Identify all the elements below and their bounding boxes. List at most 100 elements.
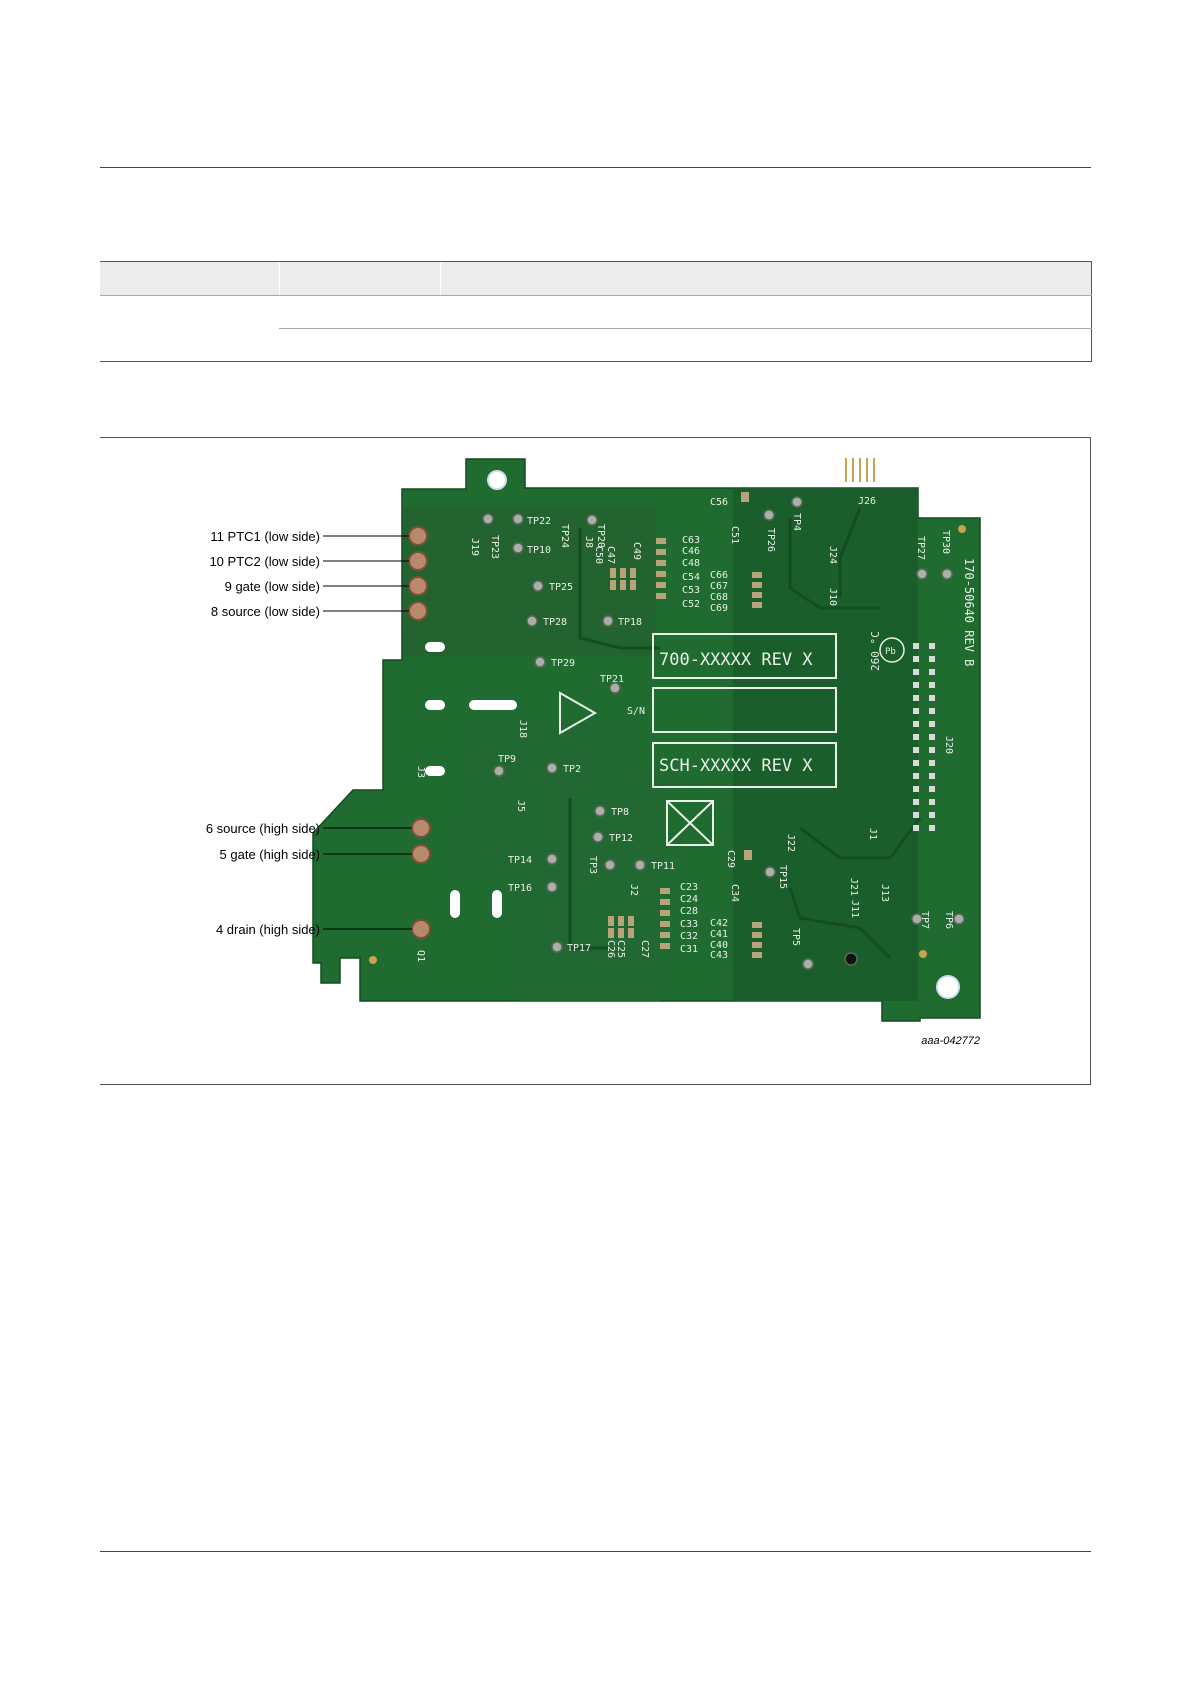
svg-text:C27: C27 — [639, 940, 650, 958]
board-id-label: 170-50640 REV B — [962, 558, 976, 666]
svg-text:C68: C68 — [710, 592, 728, 603]
svg-text:J3: J3 — [415, 766, 426, 778]
svg-text:TP20: TP20 — [595, 524, 606, 548]
svg-text:TP7: TP7 — [919, 911, 930, 929]
table-cell — [279, 295, 440, 329]
svg-text:TP3: TP3 — [587, 856, 598, 874]
svg-text:J13: J13 — [879, 884, 890, 902]
svg-text:C54: C54 — [682, 572, 700, 583]
svg-text:J21: J21 — [848, 878, 859, 896]
svg-text:C25: C25 — [615, 940, 626, 958]
silkscreen-box-sch — [652, 742, 837, 788]
test-points — [482, 496, 965, 970]
svg-text:J22: J22 — [785, 834, 796, 852]
svg-text:C52: C52 — [682, 599, 700, 610]
fiducial — [369, 956, 377, 964]
serial-label: S/N — [627, 706, 645, 717]
callout-leaders — [323, 535, 412, 930]
svg-text:TP26: TP26 — [765, 528, 776, 552]
svg-text:C24: C24 — [680, 894, 698, 905]
svg-text:C50: C50 — [593, 546, 604, 564]
fiducial — [958, 525, 966, 533]
svg-text:C63: C63 — [682, 535, 700, 546]
svg-text:J1: J1 — [867, 828, 878, 840]
svg-text:TP6: TP6 — [943, 911, 954, 929]
svg-text:TP14: TP14 — [508, 855, 532, 866]
svg-text:C32: C32 — [680, 931, 698, 942]
svg-text:C26: C26 — [605, 940, 616, 958]
svg-text:TP4: TP4 — [791, 513, 802, 531]
callout-drain-high: 4 drain (high side) — [216, 922, 320, 937]
svg-text:TP21: TP21 — [600, 674, 624, 685]
table-header-cell — [278, 261, 440, 296]
svg-text:TP28: TP28 — [543, 617, 567, 628]
part-number-label: 700-XXXXX REV X — [659, 650, 813, 670]
svg-text:TP17: TP17 — [567, 943, 591, 954]
esd-symbol — [559, 691, 598, 735]
svg-text:C56: C56 — [710, 497, 728, 508]
svg-text:TP10: TP10 — [527, 545, 551, 556]
svg-text:C51: C51 — [729, 526, 740, 544]
svg-text:J10: J10 — [827, 588, 838, 606]
table-cell — [279, 328, 440, 362]
fiducial — [919, 950, 927, 958]
smd-caps — [608, 492, 762, 958]
table-header-cell — [439, 261, 1092, 296]
svg-text:C42: C42 — [710, 918, 728, 929]
svg-text:TP5: TP5 — [790, 928, 801, 946]
svg-text:TP22: TP22 — [527, 516, 551, 527]
pb-free-mark — [879, 637, 905, 663]
weee-cross — [666, 800, 714, 846]
svg-text:TP2: TP2 — [563, 764, 581, 775]
silkscreen-box-part — [652, 633, 837, 679]
sch-number-label: SCH-XXXXX REV X — [659, 756, 813, 776]
svg-text:TP15: TP15 — [777, 865, 788, 889]
svg-text:C67: C67 — [710, 581, 728, 592]
svg-text:TP12: TP12 — [609, 833, 633, 844]
silkscreen-box-serial — [652, 687, 837, 733]
table-cell — [440, 295, 1092, 329]
svg-text:TP29: TP29 — [551, 658, 575, 669]
temp-rating-label: 260 °C — [869, 631, 882, 671]
svg-text:C33: C33 — [680, 919, 698, 930]
svg-text:TP18: TP18 — [618, 617, 642, 628]
svg-text:J18: J18 — [517, 720, 528, 738]
svg-text:J24: J24 — [827, 546, 838, 564]
footer-rule — [100, 1551, 1091, 1552]
mounting-hole — [936, 975, 960, 999]
svg-text:C29: C29 — [725, 850, 736, 868]
table-row — [100, 295, 1092, 362]
copper-pour — [404, 508, 656, 656]
header-pins — [845, 458, 875, 482]
svg-text:TP24: TP24 — [559, 524, 570, 548]
table-cell — [440, 328, 1092, 362]
pcb-traces — [568, 507, 922, 960]
figure-id: aaa-042772 — [921, 1035, 980, 1047]
silkscreen-cap-labels: C63 C46 C48 C54 C53 C52 C66 C67 C68 C69 … — [680, 535, 728, 961]
svg-text:J5: J5 — [515, 800, 526, 812]
data-table — [100, 261, 1092, 362]
svg-text:TP9: TP9 — [498, 754, 516, 765]
svg-text:C34: C34 — [729, 884, 740, 902]
callout-source-low: 8 source (low side) — [211, 604, 320, 619]
connector-j20 — [913, 643, 935, 831]
silkscreen-misc-labels: C56 C51 C50 C47 C49 C29 C34 C25 C26 C27 … — [415, 497, 740, 962]
figure-frame: 700-XXXXX REV X SCH-XXXXX REV X S/N 170-… — [100, 437, 1091, 1085]
callout-gate-high: 5 gate (high side) — [220, 847, 320, 862]
svg-text:TP23: TP23 — [489, 535, 500, 559]
table-header-cell — [100, 261, 279, 296]
mounting-hole — [487, 470, 507, 490]
svg-text:J19: J19 — [469, 538, 480, 556]
svg-text:C43: C43 — [710, 950, 728, 961]
silkscreen-connector-labels: J26 J24 J10 J19 J8 J18 J3 J5 J20 J1 J2 J… — [415, 496, 954, 918]
svg-text:TP27: TP27 — [915, 536, 926, 560]
svg-text:C40: C40 — [710, 940, 728, 951]
pcb-photo: 700-XXXXX REV X SCH-XXXXX REV X S/N 170-… — [206, 458, 981, 1047]
table-header-row — [100, 261, 1092, 296]
svg-text:C23: C23 — [680, 882, 698, 893]
svg-text:J8: J8 — [583, 536, 594, 548]
silkscreen-labels: TP22 TP20 TP24 TP23 TP10 TP25 TP28 TP18 … — [489, 513, 954, 954]
svg-text:J26: J26 — [858, 496, 876, 507]
callout-source-high: 6 source (high side) — [206, 821, 320, 836]
copper-pour — [733, 488, 918, 1001]
